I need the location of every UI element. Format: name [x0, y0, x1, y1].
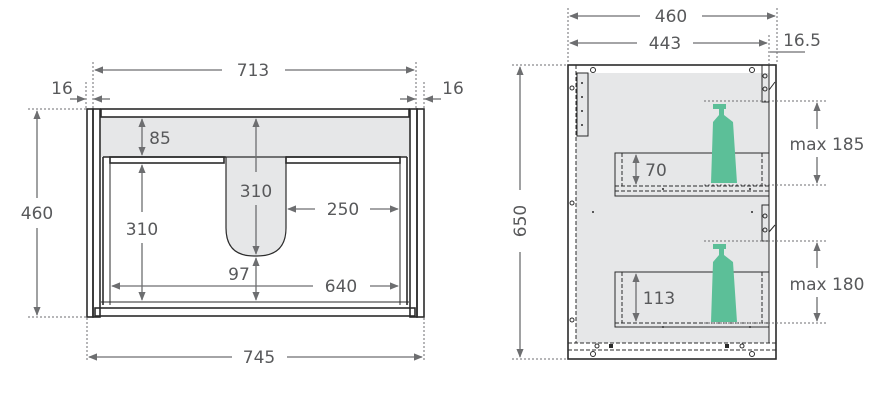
dim-max-180: max 180: [790, 275, 865, 295]
dim-443: 443: [649, 34, 681, 54]
dim-70: 70: [645, 161, 667, 181]
right-side-panel: [416, 108, 425, 318]
bottle-upper-icon: [711, 104, 737, 183]
left-side-panel: [86, 108, 94, 318]
bottle-lower-icon: [711, 244, 737, 322]
dim-16-right: 16: [442, 79, 464, 99]
dim-85: 85: [149, 129, 171, 149]
dim-460-depth: 460: [655, 7, 687, 27]
dim-113: 113: [643, 289, 675, 309]
bottom-plinth: [94, 307, 416, 317]
dim-713: 713: [237, 61, 269, 81]
dim-650: 650: [511, 205, 531, 237]
dim-16-left: 16: [51, 79, 73, 99]
dim-250: 250: [327, 200, 359, 220]
dim-460-height: 460: [21, 204, 53, 224]
dim-310-cutout: 310: [240, 182, 272, 202]
front-view: 713 16 16 460 85 310 310 97 250: [21, 61, 464, 368]
side-view: 460 443 16.5 650 70 113 max 185 max 180: [511, 7, 865, 360]
top-rail: [100, 108, 410, 118]
dim-97: 97: [228, 265, 250, 285]
dim-745: 745: [243, 348, 275, 368]
dim-640: 640: [325, 277, 357, 297]
dim-310-drawer: 310: [126, 220, 158, 240]
dim-16-5: 16.5: [783, 31, 821, 51]
cabinet-side-outline: [567, 64, 777, 360]
dim-max-185: max 185: [790, 135, 865, 155]
